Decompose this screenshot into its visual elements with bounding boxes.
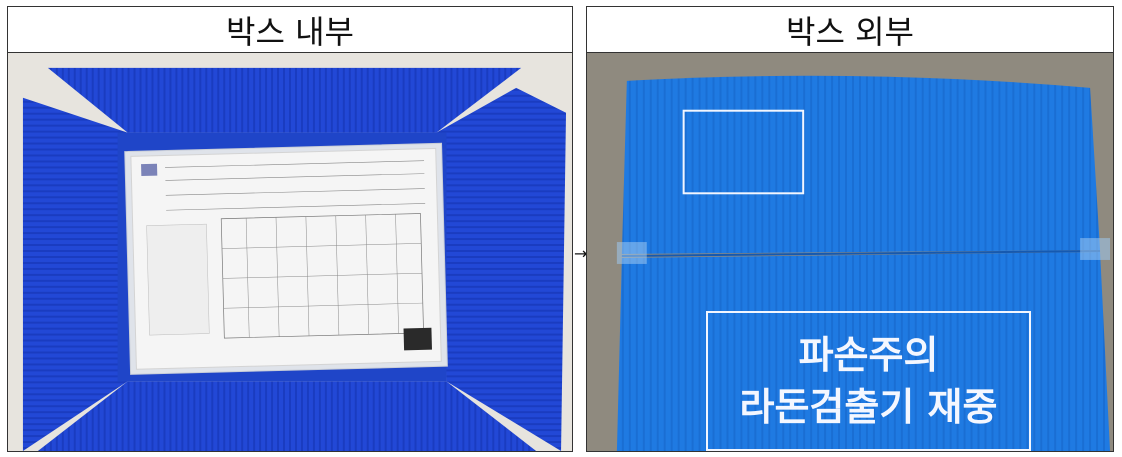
document-sleeve [124, 142, 448, 375]
inside-title: 박스 내부 [8, 7, 572, 53]
open-box-image [8, 53, 572, 451]
sign-line-2: 라돈검출기 재중 [739, 385, 998, 429]
left-flap [22, 97, 128, 451]
top-flap [47, 67, 522, 133]
bottom-flap [37, 381, 537, 451]
top-flap [621, 75, 1101, 254]
sign-line-1: 파손주의 [798, 333, 939, 377]
fragile-sign: 파손주의 라돈검출기 재중 [706, 311, 1031, 451]
outside-photo: 파손주의 라돈검출기 재중 [587, 53, 1113, 451]
right-flap [436, 87, 567, 451]
outside-panel: 박스 외부 파손주의 라돈검출기 재중 [586, 6, 1114, 452]
label-box [682, 109, 805, 195]
arrow-icon: → [574, 244, 588, 263]
outside-title: 박스 외부 [587, 7, 1113, 53]
tape-left [616, 242, 647, 264]
tape-right [1080, 238, 1111, 260]
bottom-flap [616, 252, 1111, 451]
box-seam [621, 250, 1101, 257]
closed-box-image [587, 53, 1113, 451]
inside-panel: 박스 내부 [7, 6, 573, 452]
inside-photo [8, 53, 572, 451]
